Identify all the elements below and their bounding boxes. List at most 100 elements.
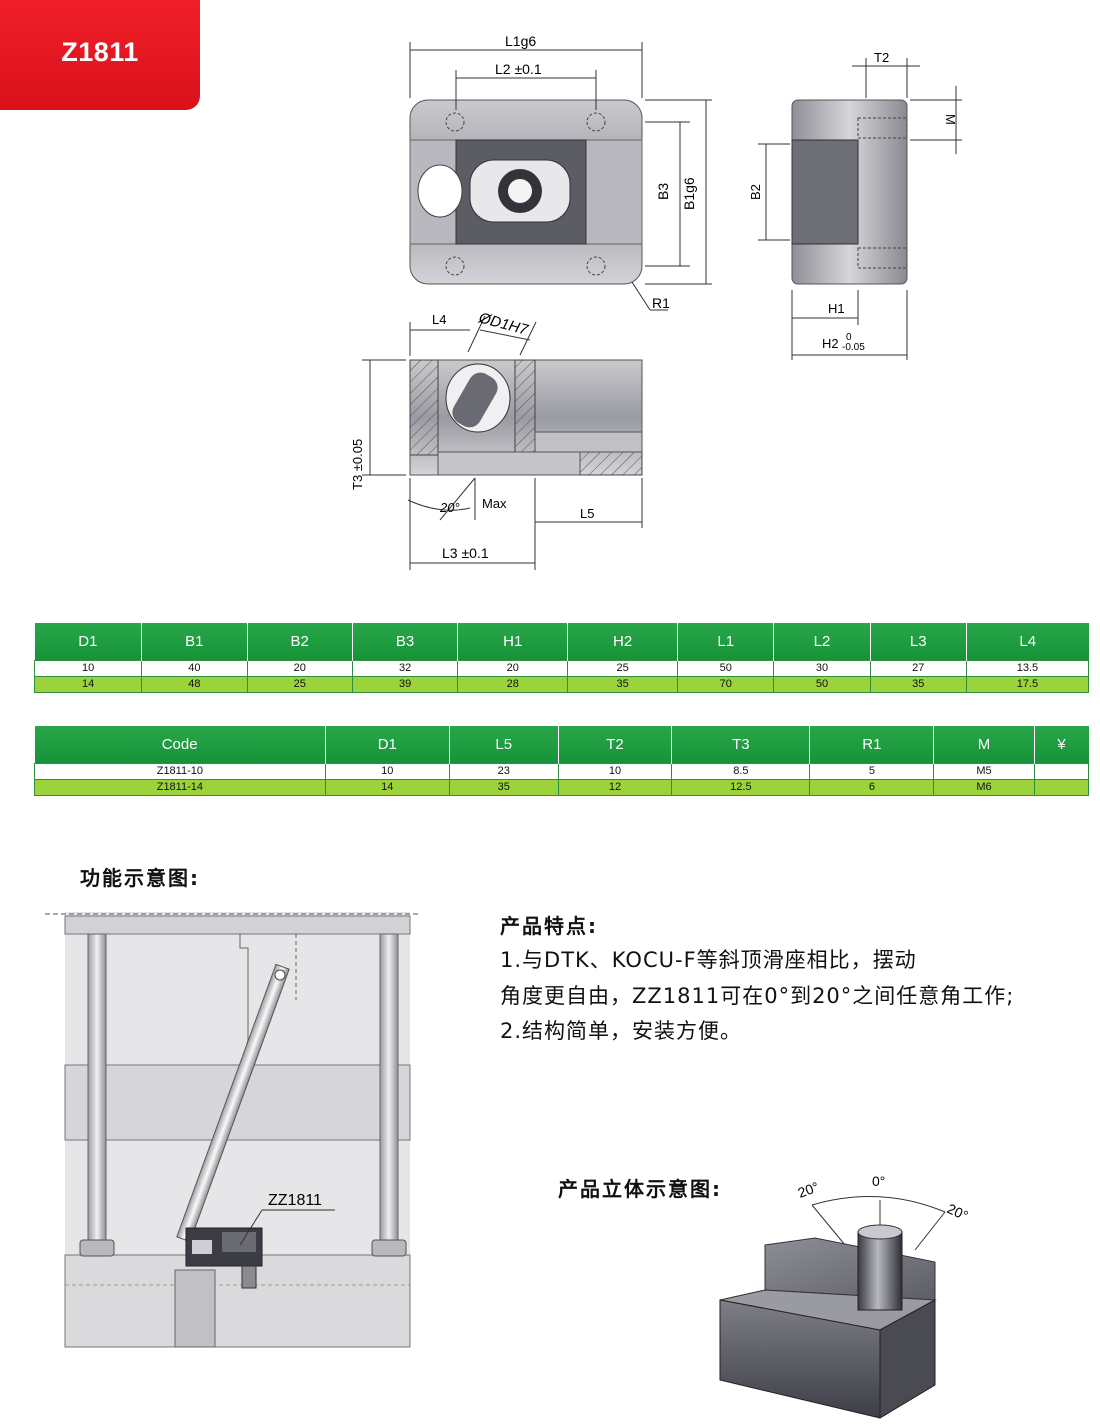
features-title: 产品特点: (500, 914, 598, 938)
table-cell: 8.5 (671, 762, 811, 780)
dim-T3: T3 ±0.05 (350, 439, 365, 490)
table-row: Z1811-14 14 35 12 12.5 6 M6 (34, 778, 1090, 796)
table-cell: 48 (141, 675, 248, 693)
dimension-table-1: D1 B1 B2 B3 H1 H2 L1 L2 L3 L4 10 40 20 3… (33, 623, 1090, 693)
table2-header: ¥ (1034, 726, 1089, 763)
table2-header-row: Code D1 L5 T2 T3 R1 M ¥ (34, 726, 1089, 763)
dim-L3: L3 ±0.1 (442, 545, 489, 561)
feature-line: 1.与DTK、KOCU-F等斜顶滑座相比，摆动 (500, 948, 917, 972)
table-cell: 25 (246, 675, 353, 693)
dim-H2-tol-bottom: -0.05 (842, 342, 865, 353)
table-cell: 17.5 (965, 675, 1090, 693)
table-cell: 70 (677, 675, 775, 693)
side-view-dimensions (758, 58, 962, 360)
dim-H1: H1 (828, 301, 845, 316)
dim-T2: T2 (874, 50, 889, 65)
technical-drawing: L1g6 L2 ±0.1 B3 B1g6 R1 T2 M B2 H1 H2 0 … (350, 33, 962, 570)
dim-M: M (943, 114, 958, 125)
iso-angle-right: 20° (945, 1200, 971, 1223)
table2-header: T3 (671, 726, 811, 763)
table-row: 10 40 20 32 20 25 50 30 27 13.5 (33, 659, 1090, 677)
table-row: Z1811-10 10 23 10 8.5 5 M5 (34, 762, 1090, 780)
top-view (409, 99, 643, 285)
table2-header: Code (34, 726, 326, 763)
table-cell: M5 (933, 762, 1035, 780)
dim-L4: L4 (432, 312, 446, 327)
table-cell: 14 (33, 675, 143, 693)
table2-header: T2 (558, 726, 673, 763)
table-cell: 10 (557, 762, 673, 780)
dim-B3: B3 (655, 183, 671, 200)
table-cell: 32 (351, 659, 459, 677)
table-cell: 35 (448, 778, 559, 796)
table-cell: 39 (351, 675, 459, 693)
isometric-diagram-title: 产品立体示意图: (558, 1177, 722, 1201)
table-cell: 50 (773, 675, 871, 693)
table-cell: 12.5 (671, 778, 811, 796)
table1-header: L1 (677, 623, 775, 660)
section-view-dimensions (362, 315, 643, 570)
iso-angle-left: 20° (796, 1179, 821, 1201)
dim-H2-tol-top: 0 (846, 332, 852, 343)
table1-header: H1 (457, 623, 569, 660)
dimension-table-2: Code D1 L5 T2 T3 R1 M ¥ Z1811-10 10 23 1… (34, 726, 1090, 796)
table-cell: 35 (567, 675, 679, 693)
table1-header: L3 (870, 623, 967, 660)
table-cell (1033, 762, 1090, 780)
dim-B2: B2 (748, 184, 763, 200)
table1-header: L4 (966, 623, 1089, 660)
function-diagram-label: ZZ1811 (268, 1192, 322, 1209)
table-cell: 5 (809, 762, 935, 780)
section-view (409, 359, 643, 476)
table-cell: 27 (869, 659, 967, 677)
table-cell: 25 (567, 659, 679, 677)
table-cell: 10 (324, 762, 450, 780)
table-cell: 35 (869, 675, 967, 693)
table1-header-row: D1 B1 B2 B3 H1 H2 L1 L2 L3 L4 (34, 623, 1089, 660)
side-view (791, 99, 908, 285)
table-cell: 6 (809, 778, 935, 796)
table-cell: 13.5 (965, 659, 1090, 677)
table1-header: H2 (567, 623, 679, 660)
dim-max: Max (482, 496, 507, 511)
table-cell: 50 (677, 659, 775, 677)
table2-header: L5 (449, 726, 559, 763)
function-diagram: ZZ1811 (45, 912, 420, 1348)
table-cell: 14 (324, 778, 450, 796)
table-cell: 30 (773, 659, 871, 677)
table1-header: B3 (352, 623, 459, 660)
dim-B1g6: B1g6 (681, 177, 697, 210)
table-cell: 10 (33, 659, 143, 677)
dim-L5: L5 (580, 506, 594, 521)
table-cell: 20 (457, 659, 569, 677)
table2-header: M (933, 726, 1035, 763)
dim-angle: 20° (439, 500, 460, 515)
table-cell: 12 (557, 778, 673, 796)
table1-header: D1 (34, 623, 143, 660)
table-cell: M6 (933, 778, 1035, 796)
isometric-diagram: 20° 0° 20° (719, 1173, 971, 1419)
dim-L2: L2 ±0.1 (495, 61, 542, 77)
table-cell: 40 (141, 659, 248, 677)
product-code: Z1811 (61, 36, 139, 67)
dim-L1g6: L1g6 (505, 33, 536, 49)
table-cell: 23 (448, 762, 559, 780)
table-cell (1033, 778, 1090, 796)
feature-line: 角度更自由，ZZ1811可在0°到20°之间任意角工作; (500, 984, 1015, 1008)
table2-header: R1 (809, 726, 935, 763)
table1-header: L2 (773, 623, 871, 660)
table-cell: Z1811-14 (34, 778, 326, 796)
product-code-badge: Z1811 (0, 0, 200, 110)
top-view-dimensions (409, 42, 712, 311)
table1-header: B2 (247, 623, 353, 660)
iso-angle-center: 0° (872, 1173, 885, 1189)
table-cell: 28 (457, 675, 569, 693)
table-cell: Z1811-10 (34, 762, 326, 780)
dim-R1: R1 (652, 295, 670, 311)
function-diagram-title: 功能示意图: (80, 866, 200, 890)
table1-header: B1 (141, 623, 248, 660)
feature-line: 2.结构简单，安装方便。 (500, 1019, 743, 1043)
table2-header: D1 (325, 726, 450, 763)
dim-H2: H2 (822, 336, 839, 351)
table-row: 14 48 25 39 28 35 70 50 35 17.5 (33, 675, 1090, 693)
